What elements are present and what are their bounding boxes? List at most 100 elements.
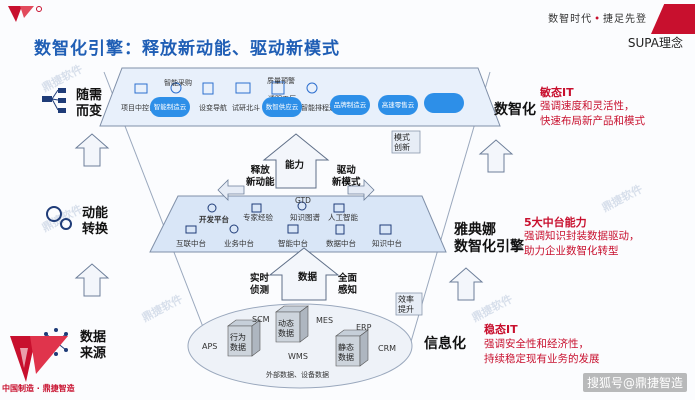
monitor-icon [134,83,148,94]
release-label: 释放 新动能 [246,165,275,189]
data-label: 数据 [298,272,318,283]
right-title-2-line2: 数智化引擎 [454,239,524,255]
brand-text-right: 鼎捷智造 [42,384,75,393]
left-label-2-top: 动能 [82,206,109,221]
right-desc-1-line2: 快速布局新产品和模式 [540,115,645,127]
mode-innovation-box [391,130,421,154]
document-icon [235,82,251,94]
cube-text: 数据 [338,353,354,362]
platform-label: 数据中台 [326,239,356,248]
data-platform-icon [335,224,345,235]
middle-plane [149,195,447,253]
system-label: APS [202,342,218,351]
center-up-arrow-bottom [268,247,340,301]
cube-text: 静态 [338,343,354,352]
left-label-1-bottom: 而变 [76,104,103,119]
small-arrow-right [347,179,375,201]
perception-line1: 全面 [338,273,358,284]
cube-text: 数据 [230,343,246,352]
cube-behavior-label: 行为 数据 [230,333,246,353]
cloud-generic [424,93,464,113]
cube-behavior [227,319,261,357]
cube-dynamic-label: 动态 数据 [278,319,294,339]
source-footer: 搜狐号@鼎捷智造 [582,373,687,392]
left-label-3: 数据 来源 [80,330,106,362]
realtime-line2: 侦测 [250,285,270,296]
right-title-3: 信息化 [424,336,466,352]
cube-text: 数据 [278,329,294,338]
system-label: WMS [288,352,308,361]
drive-line1: 驱动 [336,165,356,176]
node-label: 质量预警 [267,77,295,85]
left-arrow-1 [74,133,110,167]
efficiency-line2: 提升 [398,305,414,314]
node-label: 项目中控台 [121,104,156,112]
left-label-2-bottom: 转换 [82,222,109,237]
node-label: 设变导航 [199,104,227,112]
cloud-supply: 数智供应云 [262,97,302,117]
knowledge-platform-icon [379,224,392,235]
release-line2: 新动能 [246,177,275,188]
node-label: 试研北斗 [232,104,260,112]
node-label: 知识图谱 [290,213,320,222]
right-arrow-1 [478,139,514,173]
left-arrow-2 [74,263,110,297]
right-arrow-2 [448,267,484,301]
gears-icon [46,206,72,230]
cloud-smart-manufacturing: 智能制造云 [150,97,190,117]
left-label-2: 动能 转换 [82,206,108,238]
cube-static-label: 静态 数据 [338,343,354,363]
node-label: 智能采购 [164,79,192,87]
slogan: 数智时代•捷足先登 [548,10,647,25]
factory-icon [271,81,285,95]
iot-platform-icon [185,225,197,234]
clipboard-icon [202,82,214,95]
mode-line2: 创新 [394,143,410,152]
drive-line2: 新模式 [332,177,361,188]
ai-icon [333,203,345,213]
platform-label: 智能中台 [278,239,308,248]
bottom-caption: 外部数据、设备数据 [266,371,329,379]
slogan-left: 数智时代 [548,14,593,25]
slogan-right: 捷足先登 [603,14,647,25]
cube-static [335,329,369,367]
drive-label: 驱动 新模式 [332,165,361,189]
brand-text-left: 中国制造 [2,384,34,393]
left-label-1-top: 随需 [76,88,103,103]
brand-v-logo-icon [10,336,68,382]
eye-icon [306,82,318,94]
mode-innovation-label: 模式 创新 [394,133,410,153]
expert-icon [251,203,262,213]
platform-label: 互联中台 [176,239,206,248]
business-platform-icon [229,224,239,234]
left-label-3-bottom: 来源 [80,346,107,361]
realtime-line1: 实时 [250,273,270,284]
brand-logo-icon [8,6,42,22]
realtime-label: 实时 侦测 [250,273,269,297]
small-arrow-left [217,179,245,201]
right-desc-3-line2: 持续稳定现有业务的发展 [484,353,600,365]
ability-label: 能力 [285,160,305,171]
gtd-icon [297,201,307,211]
brand-caption: 中国制造 · 鼎捷智造 [2,384,75,393]
cube-dynamic [275,305,309,343]
efficiency-line1: 效率 [398,295,414,304]
perception-line2: 感知 [338,285,358,296]
node-label: GTD [295,196,311,205]
supa-tag: SUPA理念 [627,36,683,50]
right-desc-1: 强调速度和灵活性， 快速布局新产品和模式 [540,99,645,129]
cloud-brand: 品牌制造云 [330,95,370,115]
smart-platform-icon [287,224,299,234]
node-label: 人工智能 [328,213,358,222]
right-head-1: 敏态IT [540,86,574,99]
dev-platform-icon [207,203,217,213]
right-desc-3: 强调安全性和经济性， 持续稳定现有业务的发展 [484,337,600,367]
right-head-3: 稳态IT [484,323,518,336]
left-label-3-top: 数据 [80,330,107,345]
network-hub-icon [42,88,66,113]
perception-label: 全面 感知 [338,273,357,297]
page-title: 数智化引擎：释放新动能、驱动新模式 [34,39,340,59]
release-line1: 释放 [250,165,270,176]
